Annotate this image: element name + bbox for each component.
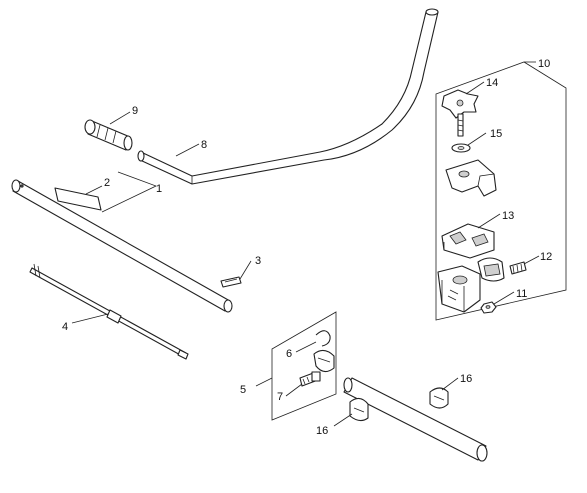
shaft-tube-part-1 (11, 179, 233, 313)
callout-labels: 1 2 3 4 5 6 7 8 9 10 11 12 13 14 15 16 1… (62, 58, 552, 437)
grip-part-9 (84, 119, 133, 151)
callout-6: 6 (286, 348, 292, 360)
callout-7: 7 (277, 391, 283, 403)
callout-1: 1 (156, 183, 162, 195)
clamp-half-part-13 (441, 223, 495, 259)
upper-clamp-housing (445, 159, 497, 197)
kit-box-part-5 (271, 311, 337, 421)
clamp-screw-part-12 (477, 257, 527, 282)
callout-4: 4 (62, 321, 68, 333)
label-sticker-part-2 (54, 187, 102, 211)
assembly-box-part-10 (435, 61, 567, 321)
callout-16-upper: 16 (460, 373, 472, 385)
leader-lines (71, 61, 540, 427)
decal-part-3 (220, 276, 242, 288)
callout-2: 2 (104, 177, 110, 189)
callout-10: 10 (538, 58, 550, 70)
nut-part-11 (480, 301, 497, 314)
callout-15: 15 (490, 128, 502, 140)
lower-tube (343, 377, 488, 462)
washer-part-15 (451, 143, 471, 153)
handlebar-part-8 (137, 8, 439, 185)
drive-shaft-part-4 (29, 263, 189, 360)
callout-3: 3 (255, 255, 261, 267)
knob-part-14 (441, 89, 479, 137)
callout-13: 13 (502, 210, 514, 222)
bracket-housing (437, 265, 481, 313)
clamp-part-16-upper (429, 387, 449, 409)
callout-12: 12 (540, 251, 552, 263)
callout-14: 14 (486, 77, 498, 89)
callout-11: 11 (516, 288, 527, 300)
callout-9: 9 (132, 105, 138, 117)
callout-5: 5 (240, 384, 246, 396)
callout-8: 8 (201, 139, 207, 151)
clamp-part-16-lower (349, 397, 369, 422)
callout-16-lower: 16 (316, 425, 328, 437)
